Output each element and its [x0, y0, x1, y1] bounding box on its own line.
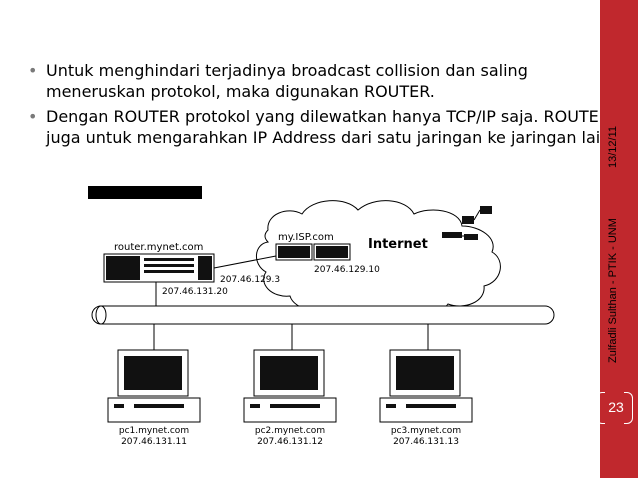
- internet-node-2: [480, 206, 492, 214]
- bullet-list: • Untuk menghindari terjadinya broadcast …: [28, 60, 628, 152]
- pc3-ip: 207.46.131.13: [393, 437, 459, 447]
- wan-link: [213, 255, 277, 269]
- pc3-name: pc3.mynet.com: [391, 426, 461, 436]
- pc1: [107, 349, 201, 423]
- bullet-dot: •: [28, 107, 38, 126]
- pc2-ip: 207.46.131.12: [257, 437, 323, 447]
- isp-ip-label: 207.46.129.10: [314, 265, 380, 275]
- isp-label: my.ISP.com: [278, 232, 334, 243]
- page-number-bracket-right: [624, 392, 633, 424]
- pc3: [379, 349, 473, 423]
- bullet-dot: •: [28, 61, 38, 80]
- pc2-name: pc2.mynet.com: [255, 426, 325, 436]
- pc2: [243, 349, 337, 423]
- internet-label: Internet: [368, 237, 428, 252]
- internet-node-4: [464, 234, 478, 240]
- network-diagram: router.mynet.com my.ISP.com Internet 207…: [88, 186, 555, 447]
- internet-cloud: [256, 200, 501, 317]
- router-label: router.mynet.com: [114, 242, 203, 253]
- page-number-bracket-left: [596, 392, 605, 424]
- internet-node-3: [442, 232, 462, 238]
- page-number: 23: [608, 399, 624, 415]
- bullet-item-2: • Dengan ROUTER protokol yang dilewatkan …: [28, 106, 628, 148]
- internet-node-1: [462, 216, 474, 224]
- slide-sidebar: [600, 0, 638, 478]
- sidebar-date: 13/12/11: [607, 125, 619, 168]
- bullet-text-1: Untuk menghindari terjadinya broadcast c…: [46, 61, 528, 101]
- bullet-item-1: • Untuk menghindari terjadinya broadcast …: [28, 60, 628, 102]
- sidebar-author: Zulfadli Sulthan - PTIK - UNM: [607, 218, 619, 363]
- bullet-text-2: Dengan ROUTER protokol yang dilewatkan h…: [46, 107, 611, 147]
- pc1-name: pc1.mynet.com: [119, 426, 189, 436]
- router-lan-ip-label: 207.46.131.20: [162, 287, 228, 297]
- redaction-bar: [88, 186, 202, 199]
- backbone-cable: [91, 305, 555, 325]
- router-wan-ip-label: 207.46.129.3: [220, 275, 280, 285]
- pc1-ip: 207.46.131.11: [121, 437, 187, 447]
- slide-content: • Untuk menghindari terjadinya broadcast …: [28, 61, 611, 447]
